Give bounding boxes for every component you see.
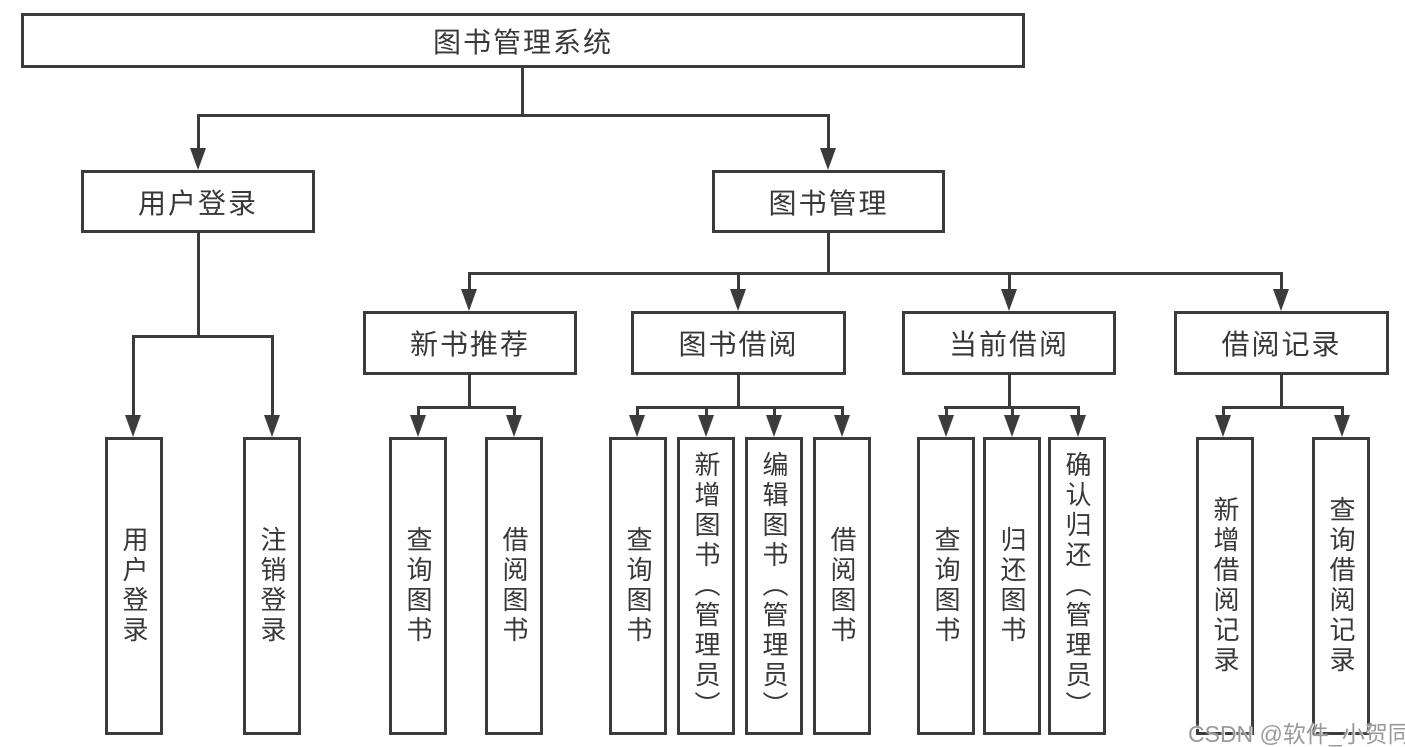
arrow-shaft: [945, 406, 948, 418]
leaf-add-borrow-record: 新增借阅记录: [1196, 437, 1254, 735]
connector-rail-borrow-records-children: [1222, 406, 1343, 409]
connector-stem-borrow-records: [1280, 375, 1283, 409]
arrow-head-to-leaf-query-books-current: [938, 415, 954, 437]
arrow-head-to-leaf-confirm-return: [1070, 415, 1086, 437]
arrow-shaft: [773, 406, 776, 418]
leaf-query-books-borrow: 查询图书: [609, 437, 667, 735]
arrow-head-to-leaf-query-books-borrow: [629, 415, 645, 437]
node-book-management: 图书管理: [712, 170, 945, 233]
arrow-shaft: [197, 114, 200, 152]
connector-stem-current-borrow: [1008, 375, 1011, 409]
node-label: 新书推荐: [409, 329, 530, 360]
connector-stem-new-book: [468, 375, 471, 409]
arrow-shaft: [468, 272, 471, 292]
arrow-shaft: [841, 406, 844, 418]
connector-stem-user-login: [197, 233, 200, 338]
leaf-label: 查询借阅记录: [1326, 496, 1356, 676]
node-new-book-recommendation: 新书推荐: [363, 311, 577, 375]
leaf-edit-books-admin: 编辑图书（管理员）: [745, 437, 803, 735]
arrow-head-to-book-management: [820, 148, 836, 170]
leaf-confirm-return-admin: 确认归还（管理员）: [1048, 437, 1106, 735]
node-label: 用户登录: [137, 187, 258, 219]
arrow-shaft: [1077, 406, 1080, 418]
leaf-label: 查询图书: [931, 526, 961, 646]
arrow-shaft: [737, 272, 740, 292]
connector-stem-book-management: [827, 233, 830, 275]
arrow-shaft: [1341, 406, 1344, 418]
node-label: 图书管理: [768, 187, 889, 219]
node-root-library-system: 图书管理系统: [21, 13, 1025, 68]
arrow-head-to-book-borrow: [730, 289, 746, 311]
leaf-label: 查询图书: [623, 526, 653, 646]
arrow-head-to-leaf-logout: [264, 415, 280, 437]
leaf-return-books: 归还图书: [983, 437, 1041, 735]
arrow-head-to-leaf-query-books-recommend: [410, 415, 426, 437]
arrow-shaft: [1011, 406, 1014, 418]
arrow-shaft: [1280, 272, 1283, 292]
arrow-head-to-leaf-edit-books: [766, 415, 782, 437]
arrow-shaft: [705, 406, 708, 418]
arrow-shaft: [1222, 406, 1225, 418]
node-label: 图书管理系统: [432, 26, 613, 58]
arrow-shaft: [1008, 272, 1011, 292]
leaf-logout: 注销登录: [243, 437, 301, 735]
node-label: 借阅记录: [1221, 329, 1342, 360]
arrow-head-to-leaf-borrow-books: [834, 415, 850, 437]
leaf-label: 新增借阅记录: [1210, 496, 1240, 676]
connector-rail-level2: [197, 114, 830, 117]
arrow-head-to-current-borrow: [1001, 289, 1017, 311]
leaf-add-books-admin: 新增图书（管理员）: [677, 437, 735, 735]
leaf-query-books-current: 查询图书: [917, 437, 975, 735]
connector-rail-new-book-children: [417, 406, 516, 409]
connector-rail-level3: [468, 272, 1283, 275]
leaf-query-borrow-record: 查询借阅记录: [1312, 437, 1370, 735]
arrow-shaft: [513, 406, 516, 418]
leaf-label: 借阅图书: [827, 526, 857, 646]
connector-stem-root: [521, 68, 524, 117]
node-label: 当前借阅: [948, 329, 1069, 360]
arrow-head-to-user-login: [190, 148, 206, 170]
connector-rail-book-borrow-children: [636, 406, 844, 409]
arrow-shaft: [827, 114, 830, 152]
connector-stem-book-borrow: [737, 375, 740, 409]
arrow-head-to-leaf-return-books: [1004, 415, 1020, 437]
arrow-head-to-new-book: [461, 289, 477, 311]
arrow-shaft: [417, 406, 420, 418]
arrow-head-to-leaf-query-borrow-record: [1334, 415, 1350, 437]
node-borrowing-records: 借阅记录: [1174, 311, 1389, 375]
leaf-label: 新增图书（管理员）: [691, 451, 721, 721]
leaf-label: 借阅图书: [499, 526, 529, 646]
leaf-label: 确认归还（管理员）: [1062, 451, 1092, 721]
arrow-head-to-leaf-add-borrow-record: [1215, 415, 1231, 437]
leaf-label: 注销登录: [257, 526, 287, 646]
arrow-shaft: [636, 406, 639, 418]
leaf-label: 归还图书: [997, 526, 1027, 646]
leaf-label: 编辑图书（管理员）: [759, 451, 789, 721]
leaf-borrow-books-borrow: 借阅图书: [813, 437, 871, 735]
node-user-login: 用户登录: [81, 170, 315, 233]
connector-rail-user-login-children: [133, 335, 274, 338]
arrow-head-to-leaf-borrow-books-recommend: [506, 415, 522, 437]
arrow-head-to-leaf-add-books: [698, 415, 714, 437]
node-current-borrowing: 当前借阅: [902, 311, 1116, 375]
arrow-head-to-borrow-records: [1273, 289, 1289, 311]
node-book-borrowing: 图书借阅: [631, 311, 846, 375]
arrow-shaft: [132, 335, 135, 417]
leaf-label: 用户登录: [119, 526, 149, 646]
arrow-head-to-leaf-user-login: [125, 415, 141, 437]
leaf-borrow-books-recommend: 借阅图书: [485, 437, 543, 735]
node-label: 图书借阅: [678, 329, 799, 360]
leaf-user-login: 用户登录: [105, 437, 163, 735]
leaf-query-books-recommend: 查询图书: [389, 437, 447, 735]
arrow-shaft: [271, 335, 274, 417]
csdn-watermark: CSDN @软件_小贺同学: [1188, 721, 1405, 747]
leaf-label: 查询图书: [403, 526, 433, 646]
